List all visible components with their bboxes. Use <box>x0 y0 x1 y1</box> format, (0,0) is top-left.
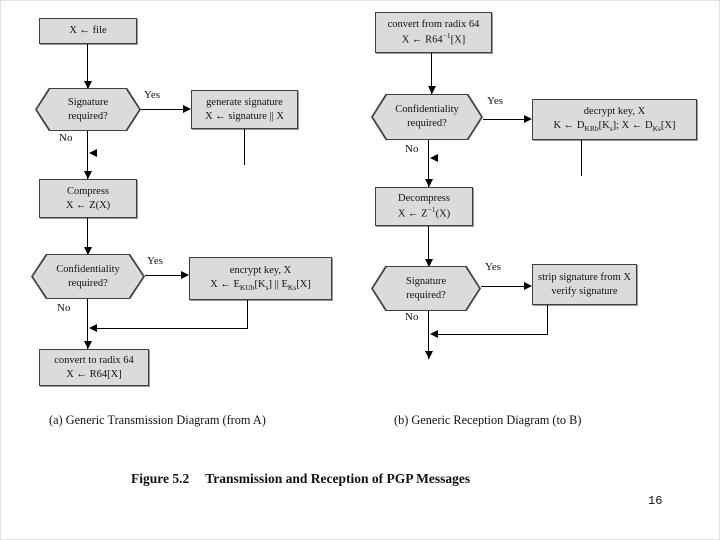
arrowhead-down-icon <box>428 86 436 94</box>
node-decrypt: decrypt key, X K ← DKRb[Ks]; X ← DKs[X] <box>532 99 697 140</box>
node-decompress: Decompress X ← Z−1(X) <box>375 187 473 226</box>
flow-line <box>483 119 524 120</box>
node-formula: X ← R64−1[X] <box>401 31 466 46</box>
no-label: No <box>59 132 73 144</box>
node-signature-decision-a: Signature required? <box>35 88 141 131</box>
node-line1: Decompress <box>398 192 450 204</box>
flow-line <box>87 44 88 89</box>
node-line1: encrypt key, X <box>229 265 292 277</box>
node-formula: K ← DKRb[Ks]; X ← DKs[X] <box>553 119 676 133</box>
decision-line2: required? <box>406 289 446 301</box>
flow-line <box>547 305 548 334</box>
no-label: No <box>57 302 71 314</box>
node-line2: verify signature <box>551 285 618 297</box>
arrowhead-down-icon <box>84 171 92 179</box>
flow-line <box>481 286 524 287</box>
node-formula: X ← EKUb[Ks] || EKs[X] <box>210 278 311 292</box>
decision-line1: Confidentiality <box>395 104 459 116</box>
node-signature-decision-b: Signature required? <box>371 266 481 311</box>
node-line1: convert to radix 64 <box>54 354 134 366</box>
yes-label: Yes <box>144 89 161 101</box>
arrowhead-right-icon <box>524 115 532 123</box>
node-confidentiality-decision-b: Confidentiality required? <box>371 94 483 140</box>
flow-line <box>428 140 429 187</box>
figure-caption: Figure 5.2 Transmission and Reception of … <box>131 471 470 487</box>
flow-line <box>247 300 248 328</box>
node-input-file-text: X ← file <box>69 25 107 37</box>
flow-line <box>431 53 432 94</box>
node-confidentiality-decision-a: Confidentiality required? <box>31 254 145 299</box>
flow-line <box>244 129 245 165</box>
hexagon-fill <box>37 89 139 130</box>
node-line1: decrypt key, X <box>583 106 646 118</box>
flow-line <box>87 218 88 255</box>
arrowhead-down-icon <box>84 247 92 255</box>
flow-line <box>581 140 582 176</box>
arrowhead-left-icon <box>430 154 438 162</box>
flow-line <box>145 275 183 276</box>
node-line2: X ← R64[X] <box>66 368 122 380</box>
node-line1: strip signature from X <box>537 271 632 283</box>
arrowhead-right-icon <box>181 271 189 279</box>
arrowhead-down-icon <box>425 179 433 187</box>
node-line2: X ← signature || X <box>205 110 284 122</box>
arrowhead-down-icon <box>84 81 92 89</box>
arrowhead-left-icon <box>430 330 438 338</box>
node-encrypt: encrypt key, X X ← EKUb[Ks] || EKs[X] <box>189 257 332 300</box>
no-label: No <box>405 311 419 323</box>
yes-label: Yes <box>487 95 504 107</box>
decision-line2: required? <box>407 118 447 129</box>
page-number: 16 <box>648 494 663 508</box>
hexagon-fill <box>33 255 143 298</box>
no-label: No <box>405 143 419 155</box>
caption-transmission: (a) Generic Transmission Diagram (from A… <box>49 413 266 427</box>
node-input-file: X ← file <box>39 18 137 44</box>
decision-line2: required? <box>68 277 108 289</box>
yes-label: Yes <box>147 255 164 267</box>
node-line2: X ← Z(X) <box>65 199 111 211</box>
node-radix64-b: convert from radix 64 X ← R64−1[X] <box>375 12 492 53</box>
node-compress: Compress X ← Z(X) <box>39 179 137 218</box>
decision-line1: Signature <box>67 96 109 108</box>
caption-reception: (b) Generic Reception Diagram (to B) <box>394 413 582 427</box>
decision-line1: Confidentiality <box>56 263 120 275</box>
flow-line <box>87 131 88 179</box>
arrowhead-down-icon <box>425 351 433 359</box>
decision-line2: required? <box>68 110 108 122</box>
figure-title: Transmission and Reception of PGP Messag… <box>205 471 471 486</box>
arrowhead-right-icon <box>524 282 532 290</box>
arrowhead-down-icon <box>84 341 92 349</box>
node-line1: convert from radix 64 <box>387 18 480 30</box>
flow-line <box>437 334 548 335</box>
node-radix64-a: convert to radix 64 X ← R64[X] <box>39 349 149 386</box>
arrowhead-down-icon <box>425 259 433 267</box>
node-line1: Compress <box>67 185 109 197</box>
node-strip-signature: strip signature from X verify signature <box>532 264 637 305</box>
yes-label: Yes <box>485 261 502 273</box>
arrowhead-left-icon <box>89 149 97 157</box>
hexagon-fill <box>373 95 481 139</box>
flow-line <box>428 311 429 359</box>
figure-label: Figure 5.2 <box>131 471 190 486</box>
flow-line <box>96 328 248 329</box>
arrowhead-right-icon <box>183 105 191 113</box>
hexagon-fill <box>373 267 479 310</box>
node-formula: X ← Z−1(X) <box>397 205 451 220</box>
flow-line <box>428 226 429 267</box>
flow-line <box>87 299 88 349</box>
decision-line1: Signature <box>405 275 447 287</box>
node-line1: generate signature <box>206 96 283 108</box>
node-generate-signature: generate signature X ← signature || X <box>191 90 298 129</box>
arrowhead-left-icon <box>89 324 97 332</box>
flow-line <box>141 109 185 110</box>
